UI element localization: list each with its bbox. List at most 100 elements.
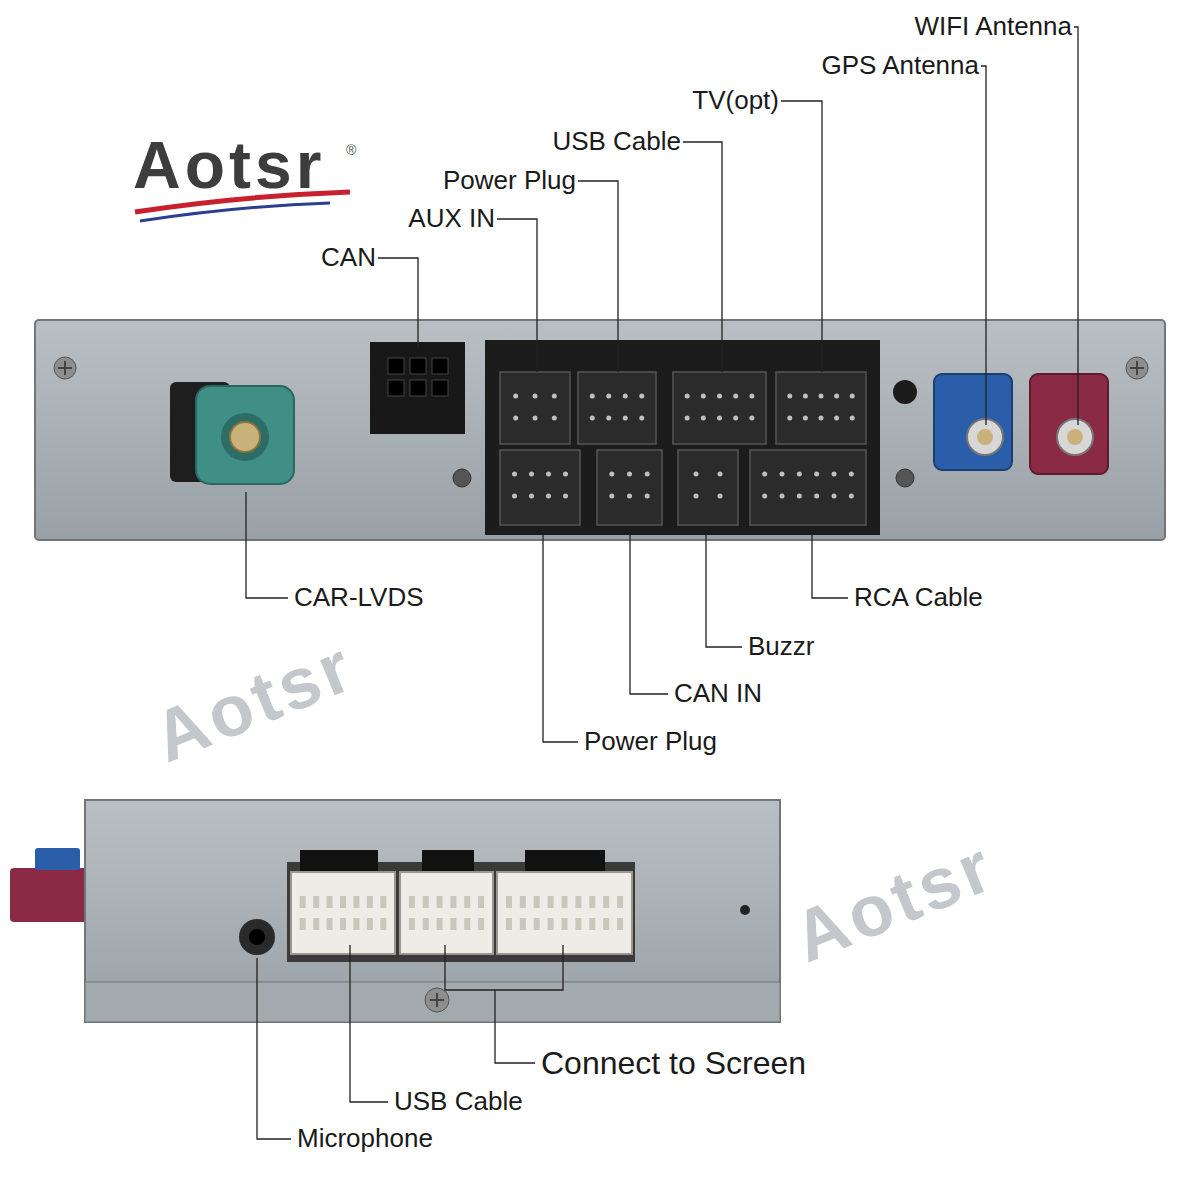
pin-cell (464, 896, 470, 908)
pin (533, 394, 538, 399)
pin (639, 416, 644, 421)
harness-block (485, 340, 880, 535)
harness-plug (500, 372, 570, 444)
pin-cell (450, 896, 456, 908)
pin (645, 494, 650, 499)
panel-lip (85, 982, 780, 1022)
gps-connector (35, 848, 80, 870)
leader-line (812, 528, 848, 598)
pin-cell (506, 918, 512, 930)
port-label: AUX IN (408, 204, 495, 234)
pin (623, 416, 628, 421)
port-label: Buzzr (748, 632, 814, 662)
harness-plug (500, 450, 580, 525)
pin-cell (380, 896, 386, 908)
pin-cell (464, 918, 470, 930)
plug-shell (497, 872, 632, 954)
pin-cell (562, 918, 568, 930)
pin (762, 472, 767, 477)
port-label: Power Plug (584, 727, 717, 757)
latch (422, 850, 474, 872)
pin-cell (432, 358, 448, 374)
pin (797, 472, 802, 477)
pin (512, 494, 517, 499)
pin (814, 472, 819, 477)
port-label: CAN (321, 243, 376, 273)
pin-cell (340, 918, 346, 930)
pin (834, 416, 839, 421)
screw-slot (430, 993, 444, 1007)
pin (623, 394, 628, 399)
screw (453, 469, 471, 487)
wifi-connector (1030, 374, 1108, 474)
pin (733, 416, 738, 421)
pin-cell (617, 896, 623, 908)
logo-swoosh (140, 203, 330, 221)
pin (849, 494, 854, 499)
pin (529, 494, 534, 499)
latch (525, 850, 605, 872)
pin-cell (327, 896, 333, 908)
pin-cell (548, 896, 554, 908)
harness-plug (678, 450, 738, 525)
lvds-socket (221, 413, 269, 461)
pin-cell (534, 918, 540, 930)
pin (701, 416, 706, 421)
gps-pin (977, 429, 993, 445)
pin (797, 494, 802, 499)
pin-cell (388, 358, 404, 374)
screw (896, 469, 914, 487)
pin (814, 494, 819, 499)
pin (718, 494, 723, 499)
leader-line (1074, 27, 1078, 425)
pin (685, 394, 690, 399)
registered-mark: ® (346, 142, 356, 158)
pin (533, 416, 538, 421)
pin (717, 394, 722, 399)
pin-cell (409, 896, 415, 908)
pin (749, 394, 754, 399)
leader-line (350, 945, 388, 1102)
leader-lines (246, 27, 1078, 1139)
wifi-socket (1057, 419, 1093, 455)
watermark: Aotsr (142, 624, 366, 779)
side-panel (85, 800, 780, 1022)
pin (694, 472, 699, 477)
port-label: USB Cable (552, 127, 681, 157)
pin-cell (367, 918, 373, 930)
gps-connector (934, 374, 1012, 470)
screw (54, 357, 76, 379)
pin-cell (353, 918, 359, 930)
pin (832, 494, 837, 499)
pin (563, 494, 568, 499)
pin (512, 472, 517, 477)
pin (787, 394, 792, 399)
pin-cell (353, 896, 359, 908)
pin (645, 472, 650, 477)
pin-cell (410, 380, 426, 396)
mic-hole (249, 929, 265, 945)
screen-plugs (291, 872, 632, 954)
leader-line (630, 528, 668, 694)
leader-line (706, 528, 742, 647)
hole (740, 905, 750, 915)
plug-shell (776, 372, 866, 444)
harness-plug (597, 450, 662, 525)
pin-cell (327, 918, 333, 930)
pin (780, 472, 785, 477)
pin (819, 394, 824, 399)
plug-shell (291, 872, 395, 954)
screen-port-base (287, 862, 635, 962)
plug-shell (500, 372, 570, 444)
stud (893, 380, 917, 404)
pin (832, 472, 837, 477)
leader-line (781, 101, 822, 372)
pin-cell (367, 896, 373, 908)
latch (300, 850, 378, 872)
pin (718, 472, 723, 477)
harness-plug (750, 450, 866, 525)
port-label: USB Cable (394, 1087, 523, 1117)
leader-line (497, 219, 537, 372)
pin (733, 394, 738, 399)
leader-line (683, 142, 722, 372)
